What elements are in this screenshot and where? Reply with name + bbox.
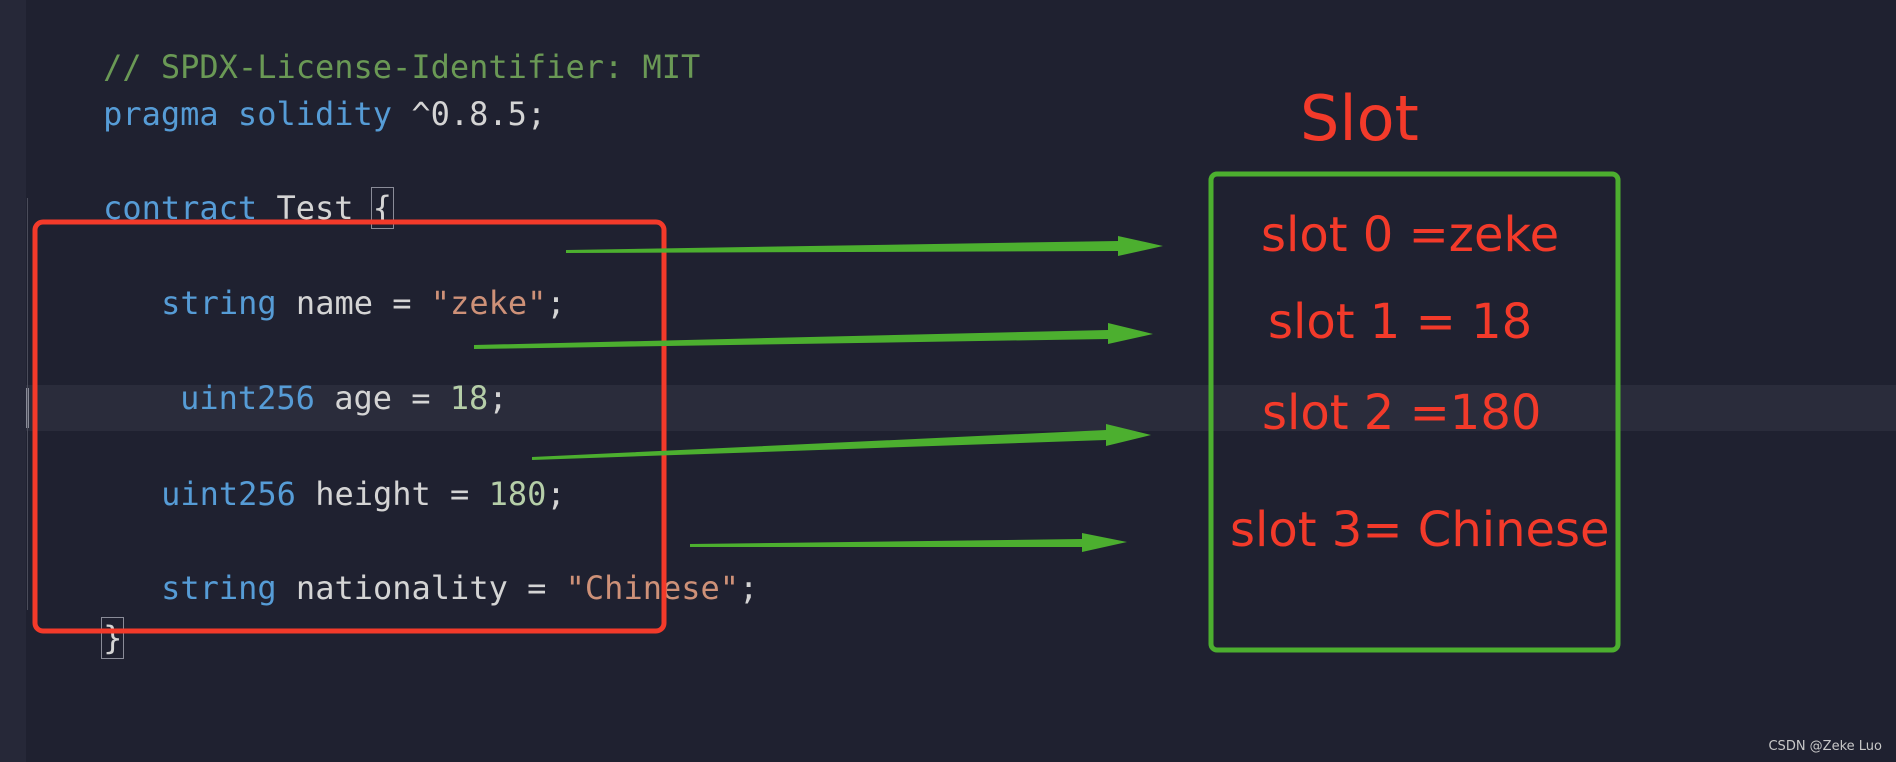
var-name-decl: name =	[276, 284, 431, 322]
semicolon: ;	[546, 284, 566, 322]
var-age-decl: age =	[314, 379, 450, 417]
solidity-keyword: solidity	[237, 95, 393, 133]
value-zeke: "zeke"	[430, 284, 547, 322]
arrow-slot-3	[690, 533, 1127, 552]
code-line-license[interactable]: // SPDX-License-Identifier: MIT	[26, 7, 700, 127]
semicolon: ;	[546, 475, 566, 513]
semicolon: ;	[739, 569, 759, 607]
slot-entry-1: slot 1 = 18	[1268, 294, 1533, 350]
type-uint256: uint256	[161, 475, 296, 513]
pragma-keyword: pragma	[103, 95, 219, 133]
value-180: 180	[488, 475, 547, 513]
slot-title: Slot	[1300, 82, 1419, 155]
arrow-slot-2	[532, 424, 1151, 460]
slot-storage-box	[1208, 171, 1621, 653]
license-comment: // SPDX-License-Identifier: MIT	[103, 48, 701, 86]
type-string: string	[161, 284, 277, 322]
current-line-highlight	[26, 385, 1896, 431]
indent-guide	[27, 198, 28, 610]
code-line-nationality[interactable]: string nationality = "Chinese";	[84, 528, 758, 648]
variables-highlight-box	[32, 219, 667, 634]
slot-entry-2: slot 2 =180	[1262, 385, 1542, 441]
code-line-age[interactable]: uint256 age = 18;	[103, 338, 508, 458]
semicolon: ;	[488, 379, 508, 417]
code-line-name[interactable]: string name = "zeke";	[84, 243, 566, 363]
arrow-slot-1	[474, 323, 1153, 349]
solidity-version: ^0.8.5;	[392, 95, 547, 133]
editor-gutter	[0, 0, 26, 762]
value-chinese: "Chinese"	[565, 569, 740, 607]
watermark: CSDN @Zeke Luo	[1768, 739, 1882, 754]
slot-entry-3: slot 3= Chinese	[1230, 502, 1610, 558]
open-brace: {	[370, 187, 395, 229]
type-uint256: uint256	[180, 379, 315, 417]
value-18: 18	[449, 379, 489, 417]
slot-entry-0: slot 0 =zeke	[1261, 207, 1560, 263]
code-line-pragma[interactable]: pragma solidity ^0.8.5;	[26, 54, 546, 174]
type-string: string	[161, 569, 277, 607]
code-line-height[interactable]: uint256 height = 180;	[84, 434, 566, 554]
var-nationality-decl: nationality =	[276, 569, 566, 607]
arrow-slot-0	[566, 236, 1163, 256]
var-height-decl: height =	[295, 475, 489, 513]
